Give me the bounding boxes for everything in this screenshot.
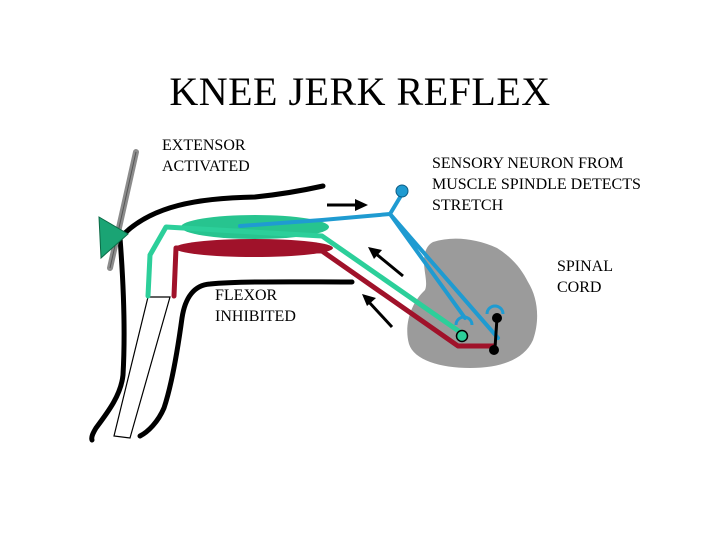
shin-bone: [113, 296, 171, 439]
hammer-head: [98, 216, 129, 260]
leg-outline-back: [137, 279, 355, 439]
sensory-neuron: [238, 192, 404, 228]
arrow-sensory-direction: [327, 199, 368, 211]
synapse-terminal-left: [454, 315, 474, 326]
leg-outline-front: [89, 235, 127, 443]
flexor-motor-neuron: [171, 245, 497, 349]
sensory-neuron-label: SENSORY NEURON FROM MUSCLE SPINDLE DETEC…: [432, 155, 641, 214]
extensor-activated-label: EXTENSOR ACTIVATED: [162, 137, 250, 175]
arrow-extensor-motor-direction: [368, 247, 404, 278]
interneuron-axon: [493, 317, 499, 349]
hammer-handle-outline: [109, 151, 137, 269]
leg-outline: [117, 183, 326, 241]
spinal-cord-label: SPINAL CORD: [557, 258, 614, 296]
flexor-inhibited-label: FLEXOR INHIBITED: [215, 287, 296, 325]
sensory-neuron-cell-body: [395, 184, 409, 198]
flexor-motor-neuron-cell: [489, 345, 499, 355]
extensor-motor-neuron-cell: [455, 329, 469, 343]
arrow-flexor-motor-direction: [362, 294, 394, 329]
sensory-neuron-branches: [388, 212, 500, 340]
synapse-terminal-right: [485, 304, 505, 315]
extensor-motor-neuron: [145, 224, 463, 335]
diagram-title: KNEE JERK REFLEX: [169, 69, 551, 114]
